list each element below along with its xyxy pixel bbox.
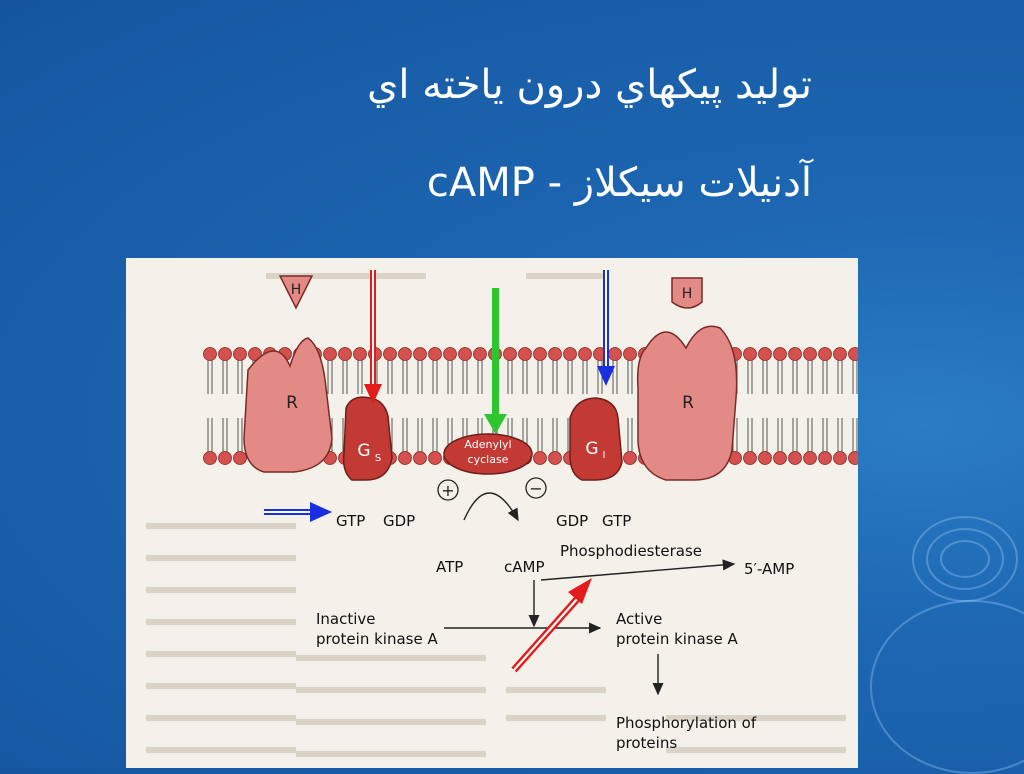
gtp-right-label: GTP xyxy=(602,512,631,530)
lipid-head xyxy=(428,451,442,465)
lipid-head xyxy=(218,451,232,465)
lipid-head xyxy=(398,451,412,465)
lipid-head xyxy=(413,347,427,361)
lipid-head xyxy=(458,347,472,361)
lipid-head xyxy=(533,347,547,361)
lipid-head xyxy=(503,347,517,361)
lipid-head xyxy=(548,347,562,361)
hormone-right: H xyxy=(671,277,703,309)
highlight-arrow-red-gs xyxy=(364,270,382,404)
highlight-arrow-blue-gtp xyxy=(264,502,332,522)
lipid-head xyxy=(203,347,217,361)
gdp-left-label: GDP xyxy=(383,512,415,530)
ripple-decoration xyxy=(870,600,1024,774)
lipid-head xyxy=(758,451,772,465)
atp-label: ATP xyxy=(436,558,463,576)
lipid-head xyxy=(818,347,832,361)
lipid-head xyxy=(848,451,858,465)
highlight-arrow-blue-gi xyxy=(597,270,615,386)
active-pka-line1: Active xyxy=(616,610,662,628)
inhibition-sign: − xyxy=(525,477,547,499)
lipid-head xyxy=(818,451,832,465)
slide-title-line1: توليد پيکهاي درون ياخته اي xyxy=(367,62,812,108)
phosphorylation-line2: proteins xyxy=(616,734,677,752)
lipid-head xyxy=(578,347,592,361)
lipid-head xyxy=(743,347,757,361)
enzyme-label-line1: Adenylyl xyxy=(464,438,511,451)
receptor-left-label: R xyxy=(286,393,298,413)
minus-sign: − xyxy=(529,479,542,498)
lipid-head xyxy=(563,347,577,361)
ripple-decoration xyxy=(912,516,1018,602)
pathway-arrows xyxy=(444,492,736,696)
lipid-head xyxy=(773,347,787,361)
camp-pathway-figure: R H G S Adenylyl cyclase G I R H + − xyxy=(126,258,858,768)
inactive-pka-line2: protein kinase A xyxy=(316,630,438,648)
lipid-head xyxy=(443,347,457,361)
gs-subscript: S xyxy=(375,453,381,464)
receptor-right: R xyxy=(636,325,738,481)
adenylyl-cyclase: Adenylyl cyclase xyxy=(443,433,533,475)
lipid-head xyxy=(623,347,637,361)
lipid-head xyxy=(428,347,442,361)
lipid-head xyxy=(323,347,337,361)
highlight-arrow-green-cyclase xyxy=(484,288,507,434)
hormone-right-label: H xyxy=(682,286,693,302)
gi-label: G xyxy=(585,439,598,459)
lipid-head xyxy=(788,347,802,361)
gdp-right-label: GDP xyxy=(556,512,588,530)
lipid-head xyxy=(218,347,232,361)
lipid-head xyxy=(848,347,858,361)
lipid-head xyxy=(788,451,802,465)
gs-protein: G S xyxy=(342,396,393,481)
slide-title-line2: آدنيلات سيکلاز - cAMP xyxy=(426,160,812,206)
camp-label: cAMP xyxy=(504,558,545,576)
receptor-left: R xyxy=(243,337,333,473)
lipid-head xyxy=(353,347,367,361)
lipid-head xyxy=(803,451,817,465)
lipid-head xyxy=(233,451,247,465)
phosphorylation-line1: Phosphorylation of xyxy=(616,714,757,732)
lipid-head xyxy=(203,451,217,465)
activation-sign: + xyxy=(437,479,459,501)
lipid-head xyxy=(533,451,547,465)
hormone-left-label: H xyxy=(291,282,302,298)
lipid-head xyxy=(398,347,412,361)
lipid-head xyxy=(608,347,622,361)
lipid-head xyxy=(833,451,847,465)
gtp-left-label: GTP xyxy=(336,512,365,530)
lipid-head xyxy=(248,347,262,361)
lipid-head xyxy=(773,451,787,465)
receptor-right-label: R xyxy=(682,393,694,413)
inactive-pka-line1: Inactive xyxy=(316,610,376,628)
lipid-head xyxy=(518,347,532,361)
lipid-head xyxy=(473,347,487,361)
amp-label: 5′-AMP xyxy=(744,560,794,578)
lipid-head xyxy=(383,347,397,361)
lipid-head xyxy=(623,451,637,465)
background-text-lines xyxy=(146,273,846,757)
active-pka-line2: protein kinase A xyxy=(616,630,738,648)
gi-subscript: I xyxy=(603,450,606,461)
lipid-head xyxy=(548,451,562,465)
highlight-arrow-red-phosphodiesterase xyxy=(511,578,592,673)
gi-protein: G I xyxy=(569,397,623,481)
phosphodiesterase-label: Phosphodiesterase xyxy=(560,542,702,560)
lipid-head xyxy=(758,347,772,361)
lipid-head xyxy=(833,347,847,361)
lipid-head xyxy=(413,451,427,465)
plus-sign: + xyxy=(441,481,454,500)
lipid-head xyxy=(743,451,757,465)
hormone-left: H xyxy=(278,275,314,310)
lipid-head xyxy=(233,347,247,361)
enzyme-label-line2: cyclase xyxy=(468,453,509,466)
lipid-head xyxy=(803,347,817,361)
gs-label: G xyxy=(357,441,370,461)
lipid-head xyxy=(338,347,352,361)
